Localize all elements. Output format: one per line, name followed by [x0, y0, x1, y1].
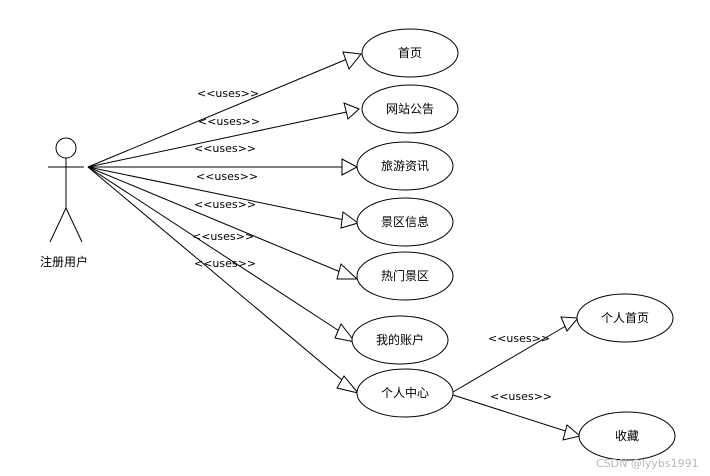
usecase-homepage: 首页 — [398, 46, 422, 60]
uses-label-personal-center: <<uses>> — [194, 257, 256, 270]
assoc-personal-center — [87, 166, 355, 391]
assoc-favorites — [452, 394, 579, 436]
arrowhead-hot-scenic — [336, 263, 359, 280]
assoc-scenic-info — [87, 166, 355, 223]
actor-head — [55, 137, 77, 159]
uses-label-scenic-info: <<uses>> — [196, 170, 258, 183]
usecase-hot-scenic-ellipse — [356, 251, 454, 301]
assoc-my-account — [87, 166, 351, 339]
assoc-site-notice — [87, 109, 357, 168]
arrowhead-homepage — [342, 51, 362, 71]
usecase-scenic-info-ellipse — [356, 197, 454, 247]
usecase-homepage-ellipse — [361, 28, 459, 78]
use-cases: 首页 网站公告 旅游资讯 景区信息 热门景区 我的账户 个人中心 个人首页 收藏 — [351, 28, 676, 461]
usecase-scenic-info: 景区信息 — [381, 214, 429, 229]
arrowhead-site-notice — [343, 102, 360, 120]
uses-label-my-account: <<uses>> — [192, 230, 254, 243]
arrowhead-personal-center — [336, 375, 360, 394]
arrowheads — [334, 51, 582, 441]
arrowhead-my-account — [334, 323, 357, 343]
uses-label-hot-scenic: <<uses>> — [194, 198, 256, 211]
watermark: CSDN @lyybs1991 — [596, 457, 699, 470]
uses-label-site-notice: <<uses>> — [198, 115, 260, 128]
usecase-personal-home: 个人首页 — [601, 311, 649, 325]
actor-label: 注册用户 — [40, 254, 88, 269]
assoc-personal-home — [452, 319, 577, 393]
uses-label-personal-home: <<uses>> — [488, 332, 550, 345]
usecase-favorites: 收藏 — [615, 429, 639, 443]
usecase-my-account-ellipse — [351, 315, 449, 365]
assoc-homepage — [87, 56, 353, 168]
uses-label-homepage: <<uses>> — [197, 87, 259, 100]
usecase-personal-center: 个人中心 — [381, 385, 429, 400]
uses-label-travel-info: <<uses>> — [194, 142, 256, 155]
usecase-my-account: 我的账户 — [376, 332, 424, 347]
usecase-site-notice: 网站公告 — [386, 102, 434, 116]
uses-label-favorites: <<uses>> — [490, 390, 552, 403]
usecase-site-notice-ellipse — [361, 84, 459, 134]
arrowhead-personal-home — [560, 316, 580, 332]
actor-left-leg — [49, 207, 67, 243]
actor-figure — [48, 137, 84, 243]
usecase-personal-home-ellipse — [576, 293, 674, 343]
usecase-travel-info-ellipse — [356, 141, 454, 191]
arrowhead-scenic-info — [340, 211, 360, 229]
usecase-favorites-ellipse — [578, 411, 676, 461]
usecase-personal-center-ellipse — [356, 368, 454, 418]
usecase-hot-scenic: 热门景区 — [381, 268, 429, 283]
uses-labels: <<uses>> <<uses>> <<uses>> <<uses>> <<us… — [192, 87, 552, 403]
actor-right-leg — [65, 207, 83, 243]
arrowhead-travel-info — [341, 158, 359, 176]
usecase-travel-info: 旅游资讯 — [381, 159, 429, 173]
association-lines — [87, 56, 579, 436]
assoc-hot-scenic — [87, 166, 351, 277]
arrowhead-favorites — [562, 424, 582, 441]
